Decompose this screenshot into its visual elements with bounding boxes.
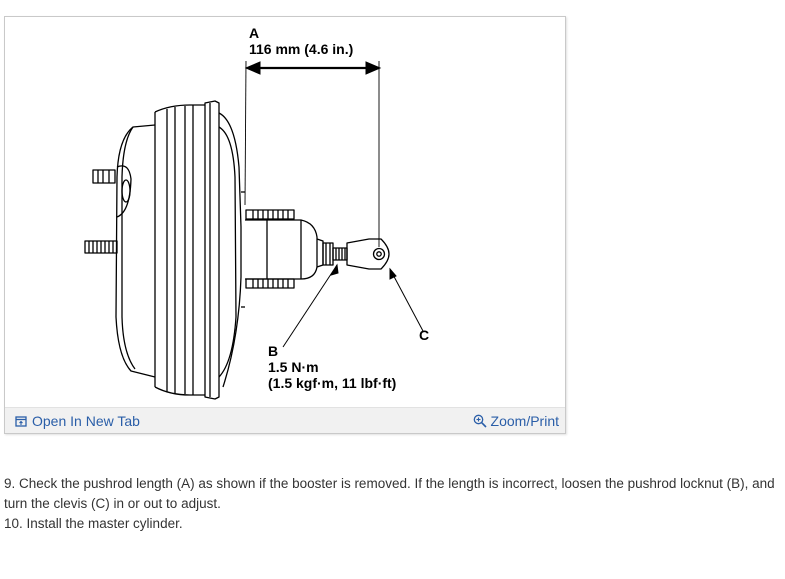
callout-a-measurement: 116 mm (4.6 in.): [249, 41, 353, 57]
pushrod-threads: [332, 247, 348, 261]
open-new-tab-icon: [15, 415, 28, 428]
instruction-steps: 9. Check the pushrod length (A) as shown…: [4, 474, 780, 534]
figure-frame: A 116 mm (4.6 in.) B 1.5 N·m (1.5 kgf·m,…: [4, 16, 566, 434]
front-upper-stud: [245, 209, 295, 220]
brake-booster-diagram: A 116 mm (4.6 in.) B 1.5 N·m (1.5 kgf·m,…: [5, 17, 565, 407]
dimension-a-arrow: [244, 61, 382, 75]
left-upper-stud: [92, 169, 116, 184]
leader-b: [282, 264, 338, 348]
booster-front-shell: [218, 112, 242, 388]
zoom-print-label: Zoom/Print: [490, 413, 559, 429]
pushrod-clevis: [346, 238, 390, 270]
instruction-step-10: 10. Install the master cylinder.: [4, 516, 183, 531]
leader-c-arrowhead: [389, 267, 397, 280]
callout-b-torque: 1.5 N·m: [268, 359, 319, 375]
left-lower-stud: [84, 240, 118, 254]
instruction-step-9: 9. Check the pushrod length (A) as shown…: [4, 476, 775, 511]
callout-b-letter: B: [268, 343, 278, 359]
open-in-new-tab-link[interactable]: Open In New Tab: [15, 413, 140, 429]
zoom-print-link[interactable]: Zoom/Print: [473, 413, 559, 429]
callout-c-letter: C: [419, 327, 429, 343]
leader-c: [389, 268, 424, 332]
callout-a-letter: A: [249, 25, 259, 41]
figure-toolbar: Open In New Tab Zoom/Print: [5, 407, 565, 433]
leader-b-arrowhead: [329, 263, 339, 276]
open-in-new-tab-label: Open In New Tab: [32, 413, 140, 429]
front-lower-stud: [245, 278, 295, 289]
zoom-in-icon: [473, 414, 487, 428]
dimension-a-left-extension: [244, 60, 247, 206]
pushrod-locknut: [322, 242, 334, 266]
callout-b-torque-alt-units: (1.5 kgf·m, 11 lbf·ft): [268, 375, 396, 391]
pushrod-boss: [245, 219, 318, 280]
booster-rear-shell: [115, 124, 156, 378]
booster-front-flange: [204, 100, 220, 400]
